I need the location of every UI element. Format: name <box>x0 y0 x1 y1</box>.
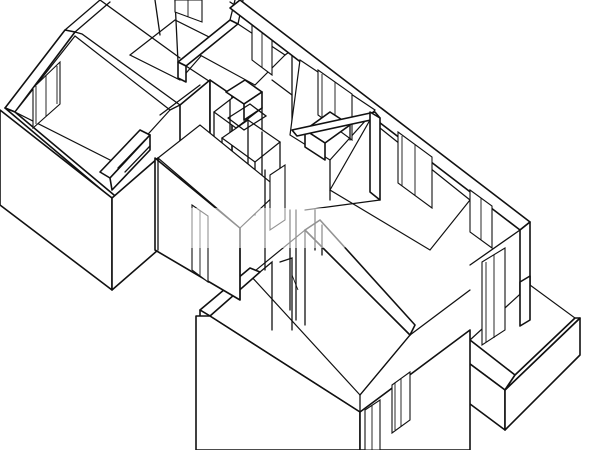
balcony-door <box>481 247 506 347</box>
window-top-1 <box>174 0 203 23</box>
window-lower-1 <box>391 370 411 435</box>
window-right-2 <box>397 130 433 210</box>
balcony <box>457 247 581 431</box>
watermark <box>180 208 350 248</box>
left-bedroom-block <box>0 0 181 291</box>
central-core <box>159 79 282 241</box>
living-room <box>229 0 531 309</box>
window-lower-2 <box>364 398 381 450</box>
window-right-3 <box>469 188 493 250</box>
window-left-1 <box>32 60 61 130</box>
